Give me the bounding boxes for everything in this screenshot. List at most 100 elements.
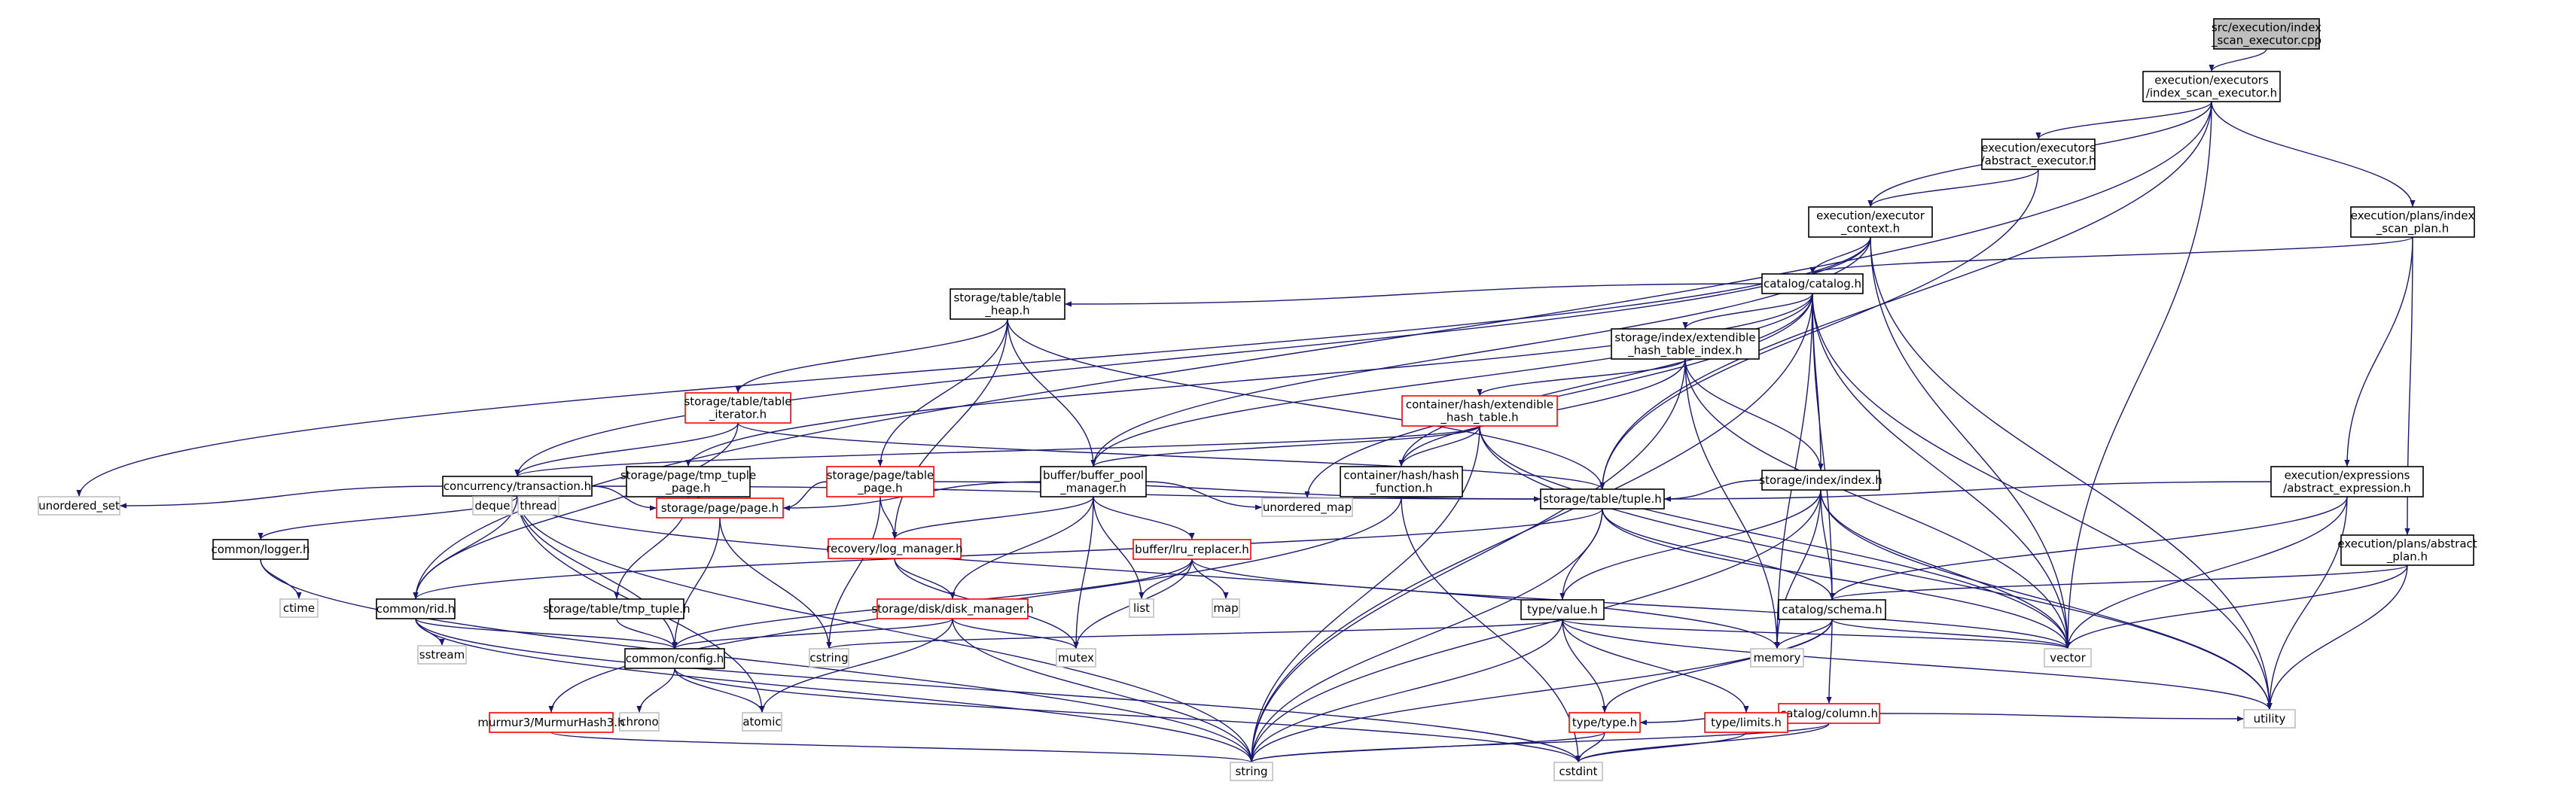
node-label-bpm-line-0: buffer/buffer_pool bbox=[1043, 469, 1144, 483]
edge-ehti-to-memory bbox=[1684, 358, 1780, 650]
edge-value-to-string bbox=[1248, 619, 1563, 763]
edge-tableiter-to-txn bbox=[514, 422, 739, 477]
node-value[interactable]: type/value.h bbox=[1520, 599, 1605, 620]
edge-index-to-value bbox=[1559, 489, 1821, 601]
node-tableheap[interactable]: storage/table/table_heap.h bbox=[950, 288, 1065, 320]
node-schema[interactable]: catalog/schema.h bbox=[1778, 599, 1886, 620]
node-lru[interactable]: buffer/lru_replacer.h bbox=[1133, 539, 1251, 560]
node-memory: memory bbox=[1750, 648, 1804, 668]
node-absexec[interactable]: execution/executors/abstract_executor.h bbox=[1981, 138, 2096, 170]
node-txn[interactable]: concurrency/transaction.h bbox=[442, 476, 593, 497]
edge-logger-to-ctime bbox=[260, 558, 302, 600]
node-string: string bbox=[1230, 762, 1273, 781]
node-label-typeh-line-0: type/type.h bbox=[1572, 716, 1637, 729]
node-box-root bbox=[2213, 18, 2320, 50]
node-label-ehti-line-1: _hash_table_index.h bbox=[1627, 344, 1742, 358]
node-box-utility bbox=[2243, 709, 2296, 729]
node-box-tmptuplepage bbox=[626, 466, 751, 497]
edge-index-to-tuple bbox=[1663, 479, 1763, 502]
node-box-mutex bbox=[1056, 648, 1096, 668]
node-box-absplan bbox=[2340, 534, 2474, 566]
edge-index-to-vector bbox=[1820, 489, 2071, 650]
edge-root-to-idxexec bbox=[2209, 48, 2267, 72]
node-idxplan[interactable]: execution/plans/index_scan_plan.h bbox=[2350, 206, 2475, 238]
node-box-logger bbox=[212, 539, 309, 560]
node-logmgr[interactable]: recovery/log_manager.h bbox=[826, 538, 963, 559]
node-tableiter[interactable]: storage/table/table_iterator.h bbox=[684, 392, 792, 424]
node-typeh[interactable]: type/type.h bbox=[1568, 712, 1641, 733]
node-box-config bbox=[624, 648, 725, 669]
node-box-bpm bbox=[1040, 466, 1147, 497]
edge-tableheap-to-tablepage bbox=[877, 318, 1008, 467]
node-ehti[interactable]: storage/index/extendible_hash_table_inde… bbox=[1611, 328, 1760, 360]
edge-value-to-cstring bbox=[826, 619, 1563, 650]
node-limits[interactable]: type/limits.h bbox=[1704, 712, 1788, 733]
node-cheht[interactable]: container/hash/extendible_hash_table.h bbox=[1401, 395, 1558, 427]
node-murmur[interactable]: murmur3/MurmurHash3.h bbox=[477, 712, 625, 733]
node-tuple[interactable]: storage/table/tuple.h bbox=[1540, 488, 1665, 510]
node-hashfn[interactable]: container/hash/hash_function.h bbox=[1340, 466, 1463, 497]
edge-idxexec-to-tuple bbox=[1599, 101, 2212, 490]
node-tablepage[interactable]: storage/page/table_page.h bbox=[826, 466, 934, 497]
node-logger[interactable]: common/logger.h bbox=[211, 539, 310, 560]
node-bpm[interactable]: buffer/buffer_pool_manager.h bbox=[1040, 466, 1147, 497]
node-box-list bbox=[1129, 598, 1154, 618]
node-label-idxexec-line-0: execution/executors bbox=[2154, 74, 2269, 87]
node-label-catalog-line-0: catalog/catalog.h bbox=[1764, 277, 1861, 291]
edge-hashfn-to-cstdint bbox=[1401, 496, 1581, 763]
node-box-absexpr bbox=[2270, 466, 2424, 497]
node-box-limits bbox=[1704, 712, 1788, 733]
node-label-hashfn-line-1: _function.h bbox=[1369, 482, 1432, 496]
node-absexpr[interactable]: execution/expressions/abstract_expressio… bbox=[2270, 466, 2424, 497]
node-config[interactable]: common/config.h bbox=[624, 648, 725, 669]
edge-value-to-utility bbox=[1562, 619, 2273, 710]
node-box-tablepage bbox=[826, 466, 934, 497]
node-box-tableiter bbox=[684, 392, 791, 424]
edge-cheht-to-txn bbox=[514, 425, 1480, 477]
node-label-tuple-line-0: storage/table/tuple.h bbox=[1543, 492, 1662, 506]
node-box-column bbox=[1778, 703, 1880, 724]
node-absplan[interactable]: execution/plans/abstract_plan.h bbox=[2337, 534, 2477, 566]
node-label-idxplan-line-0: execution/plans/index bbox=[2351, 209, 2475, 223]
node-label-root-line-0: src/execution/index bbox=[2212, 21, 2321, 35]
node-column[interactable]: catalog/column.h bbox=[1778, 703, 1880, 724]
node-diskmgr[interactable]: storage/disk/disk_manager.h bbox=[871, 598, 1034, 619]
node-index[interactable]: storage/index/index.h bbox=[1759, 470, 1882, 491]
node-unordered_set: unordered_set bbox=[38, 496, 120, 516]
node-tmptuple[interactable]: storage/table/tmp_tuple.h bbox=[543, 598, 690, 619]
edge-txn-to-unordered_set bbox=[119, 485, 444, 509]
node-chrono: chrono bbox=[619, 712, 660, 732]
edge-bpm-to-unordered_map bbox=[1145, 481, 1263, 510]
node-rid[interactable]: common/rid.h bbox=[376, 598, 456, 619]
edge-tableiter-to-tuple bbox=[737, 422, 1605, 490]
node-map: map bbox=[1212, 598, 1240, 618]
node-vector: vector bbox=[2044, 648, 2092, 668]
edge-txn-to-config bbox=[517, 495, 678, 650]
node-box-map bbox=[1212, 598, 1240, 618]
node-page[interactable]: storage/page/page.h bbox=[656, 497, 784, 519]
edge-rid-to-string bbox=[415, 618, 1254, 763]
edge-diskmgr-to-mutex bbox=[952, 618, 1079, 650]
edge-value-to-vector bbox=[1562, 619, 2071, 650]
edge-cheht-to-utility bbox=[1479, 425, 2273, 710]
node-mutex: mutex bbox=[1056, 648, 1096, 668]
node-label-tableiter-line-1: _iterator.h bbox=[709, 408, 767, 422]
node-box-logmgr bbox=[828, 538, 962, 559]
edge-limits-to-cstdint bbox=[1575, 732, 1747, 763]
node-catalog[interactable]: catalog/catalog.h bbox=[1761, 273, 1864, 294]
node-box-index bbox=[1761, 470, 1880, 491]
edge-cheht-to-string bbox=[1248, 425, 1480, 763]
node-label-cstring-line-0: cstring bbox=[809, 651, 848, 665]
node-root[interactable]: src/execution/index_scan_executor.cpp bbox=[2211, 18, 2321, 50]
node-label-list-line-0: list bbox=[1133, 601, 1150, 615]
node-execctx[interactable]: execution/executor_context.h bbox=[1808, 206, 1933, 238]
node-label-lru-line-0: buffer/lru_replacer.h bbox=[1135, 543, 1249, 557]
node-idxexec[interactable]: execution/executors/index_scan_executor.… bbox=[2142, 71, 2281, 102]
edge-catalog-to-vector bbox=[1812, 293, 2071, 650]
edge-tableheap-to-tuple bbox=[1007, 318, 1605, 490]
node-label-absexec-line-0: execution/executors bbox=[1981, 141, 2096, 155]
edge-tuple-to-value bbox=[1559, 508, 1603, 601]
edge-config-to-chrono bbox=[636, 668, 675, 713]
node-label-rid-line-0: common/rid.h bbox=[376, 602, 456, 616]
node-tmptuplepage[interactable]: storage/page/tmp_tuple_page.h bbox=[620, 466, 756, 497]
